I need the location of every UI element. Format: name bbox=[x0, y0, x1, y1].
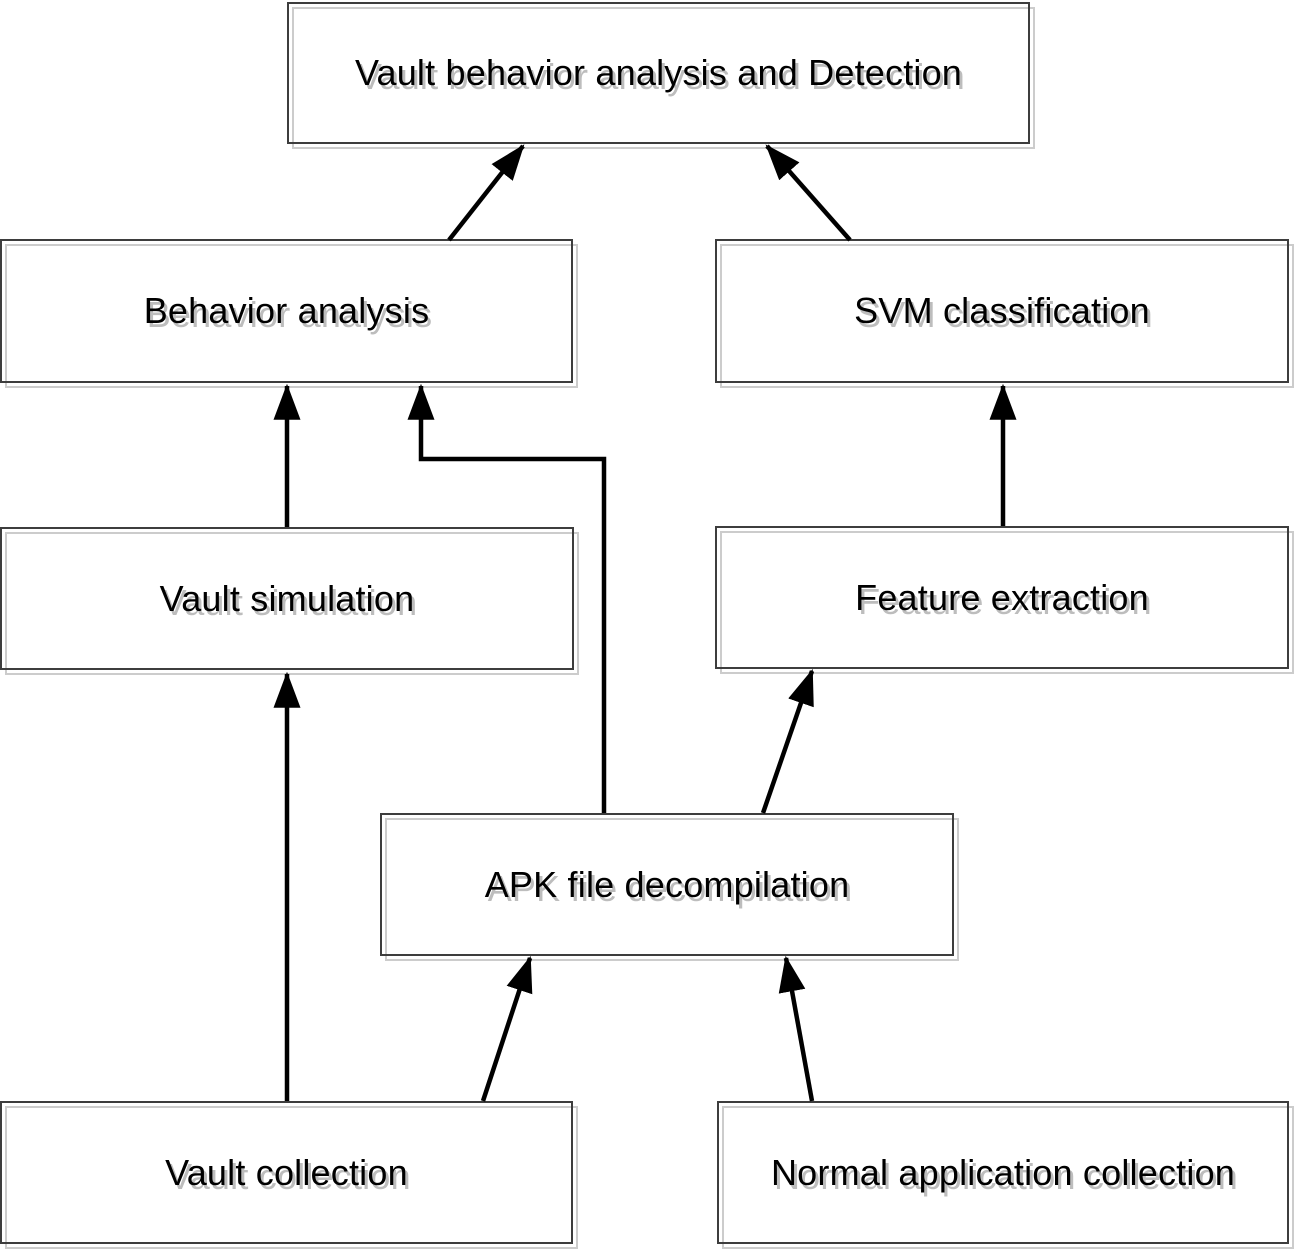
arrow-behavior-analysis-to-vault-behavior-analysis-and-detection bbox=[447, 144, 525, 242]
node-shadow-vault-collection bbox=[5, 1106, 578, 1249]
node-apk-file-decompilation: APK file decompilation bbox=[380, 813, 954, 956]
node-label-apk-file-decompilation: APK file decompilation bbox=[484, 863, 850, 905]
node-feature-extraction: Feature extraction bbox=[715, 526, 1289, 669]
node-behavior-analysis: Behavior analysis bbox=[0, 239, 573, 383]
node-shadow-normal-application-collection bbox=[722, 1106, 1294, 1249]
node-shadow-feature-extraction bbox=[720, 531, 1294, 674]
arrow-normal-application-collection-to-apk-file-decompilation bbox=[778, 955, 815, 1102]
node-label-feature-extraction: Feature extraction bbox=[855, 576, 1149, 618]
node-label-vault-behavior-analysis-and-detection: Vault behavior analysis and Detection bbox=[354, 52, 963, 93]
node-label-vault-simulation: Vault simulation bbox=[159, 577, 415, 619]
node-label-normal-application-collection: Normal application collection bbox=[770, 1151, 1236, 1193]
arrow-apk-file-decompilation-to-feature-extraction bbox=[760, 668, 815, 814]
node-svm-classification: SVM classification bbox=[715, 239, 1289, 383]
node-shadow-vault-behavior-analysis-and-detection bbox=[292, 7, 1035, 149]
node-normal-application-collection: Normal application collection bbox=[717, 1101, 1289, 1244]
node-label-svm-classification: SVM classification bbox=[854, 290, 1150, 331]
node-shadow-apk-file-decompilation bbox=[385, 818, 959, 961]
node-label-behavior-analysis: Behavior analysis bbox=[143, 290, 430, 331]
arrow-vault-collection-to-apk-file-decompilation bbox=[480, 955, 533, 1102]
arrow-svm-classification-to-vault-behavior-analysis-and-detection bbox=[765, 144, 852, 242]
node-label-vault-collection: Vault collection bbox=[165, 1151, 408, 1193]
node-vault-behavior-analysis-and-detection: Vault behavior analysis and Detection bbox=[287, 2, 1030, 144]
node-vault-collection: Vault collection bbox=[0, 1101, 573, 1244]
node-vault-simulation: Vault simulation bbox=[0, 527, 574, 670]
